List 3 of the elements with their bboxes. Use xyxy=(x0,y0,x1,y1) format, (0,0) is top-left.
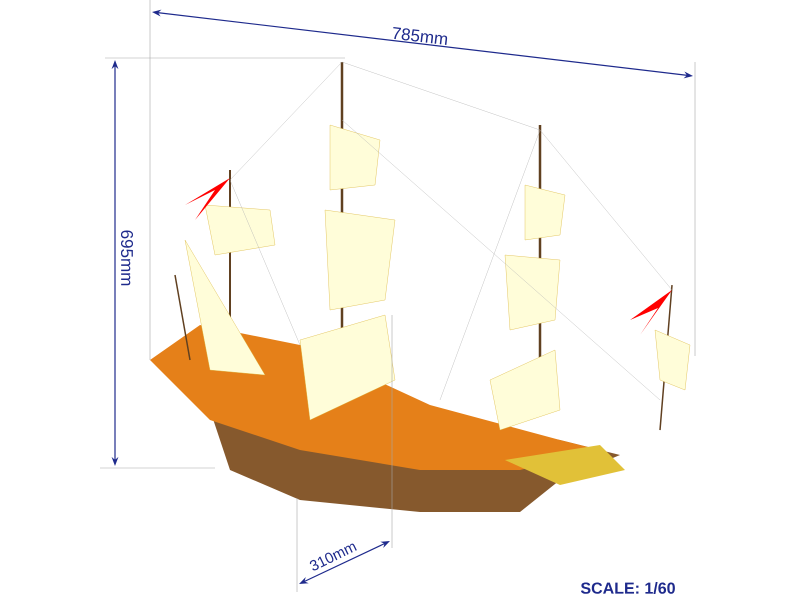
dimension-label: 695mm xyxy=(120,230,134,286)
scale-label: SCALE: 1/60 xyxy=(580,582,675,594)
dimension-label: 785mm xyxy=(393,27,448,45)
